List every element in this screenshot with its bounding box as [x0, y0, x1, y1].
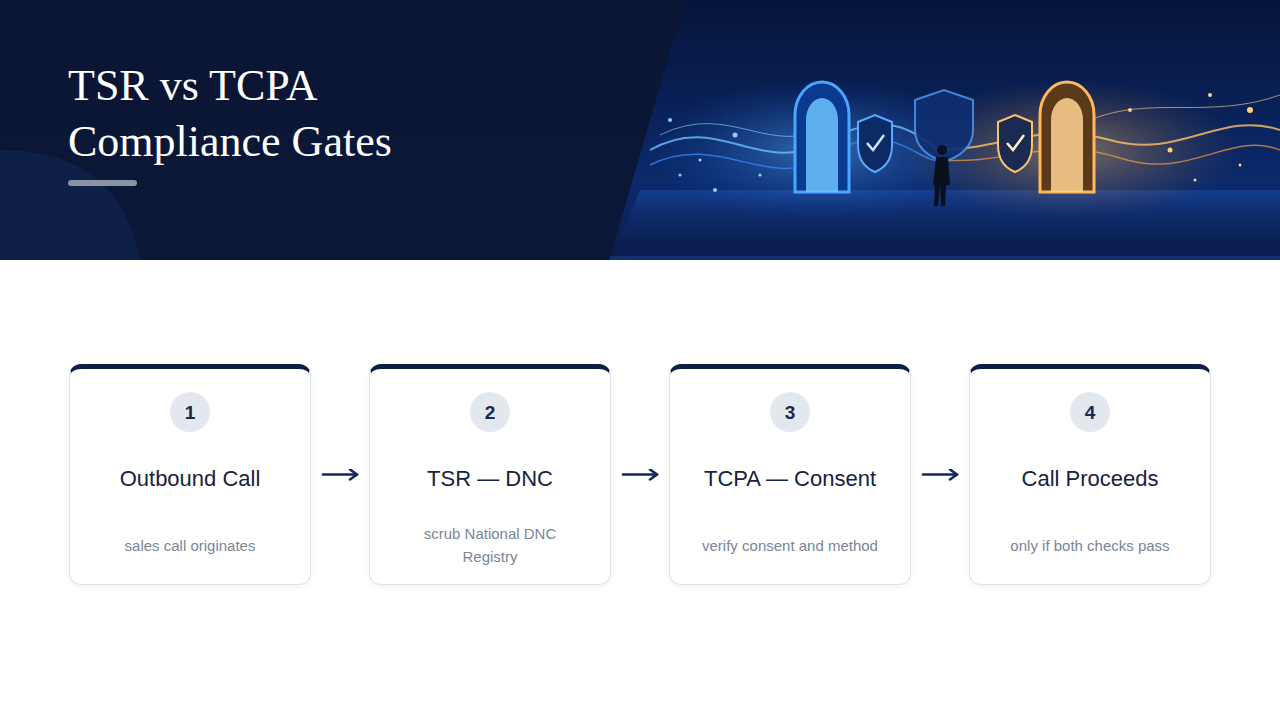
- step-number-circle: 2: [470, 392, 510, 432]
- step-title: Call Proceeds: [970, 466, 1210, 492]
- step-description: only if both checks pass: [998, 519, 1182, 571]
- step-number-circle: 1: [170, 392, 210, 432]
- flow-arrow: [323, 473, 357, 476]
- step-number-circle: 3: [770, 392, 810, 432]
- step-title: Outbound Call: [70, 466, 310, 492]
- title-underline: [68, 180, 137, 186]
- step-description: verify consent and method: [698, 519, 882, 571]
- step-title: TSR — DNC: [370, 466, 610, 492]
- step-description: sales call originates: [98, 519, 282, 571]
- step-card: TCPA — Consent verify consent and method 3: [669, 364, 911, 585]
- step-number: 4: [1085, 403, 1096, 422]
- step-number: 1: [185, 403, 196, 422]
- header-illustration: [610, 0, 1280, 260]
- diagram-title: TSR vs TCPA Compliance Gates: [68, 58, 468, 170]
- step-card: Call Proceeds only if both checks pass 4: [969, 364, 1211, 585]
- header-curve: [0, 150, 140, 260]
- step-number: 3: [785, 403, 796, 422]
- step-title: TCPA — Consent: [670, 466, 910, 492]
- step-description: scrub National DNC Registry: [398, 519, 582, 571]
- header-band: [0, 0, 1280, 260]
- step-card: Outbound Call sales call originates 1: [69, 364, 311, 585]
- flow-arrow: [623, 473, 657, 476]
- flow-arrow: [923, 473, 957, 476]
- step-number: 2: [485, 403, 496, 422]
- step-number-circle: 4: [1070, 392, 1110, 432]
- step-card: TSR — DNC scrub National DNC Registry 2: [369, 364, 611, 585]
